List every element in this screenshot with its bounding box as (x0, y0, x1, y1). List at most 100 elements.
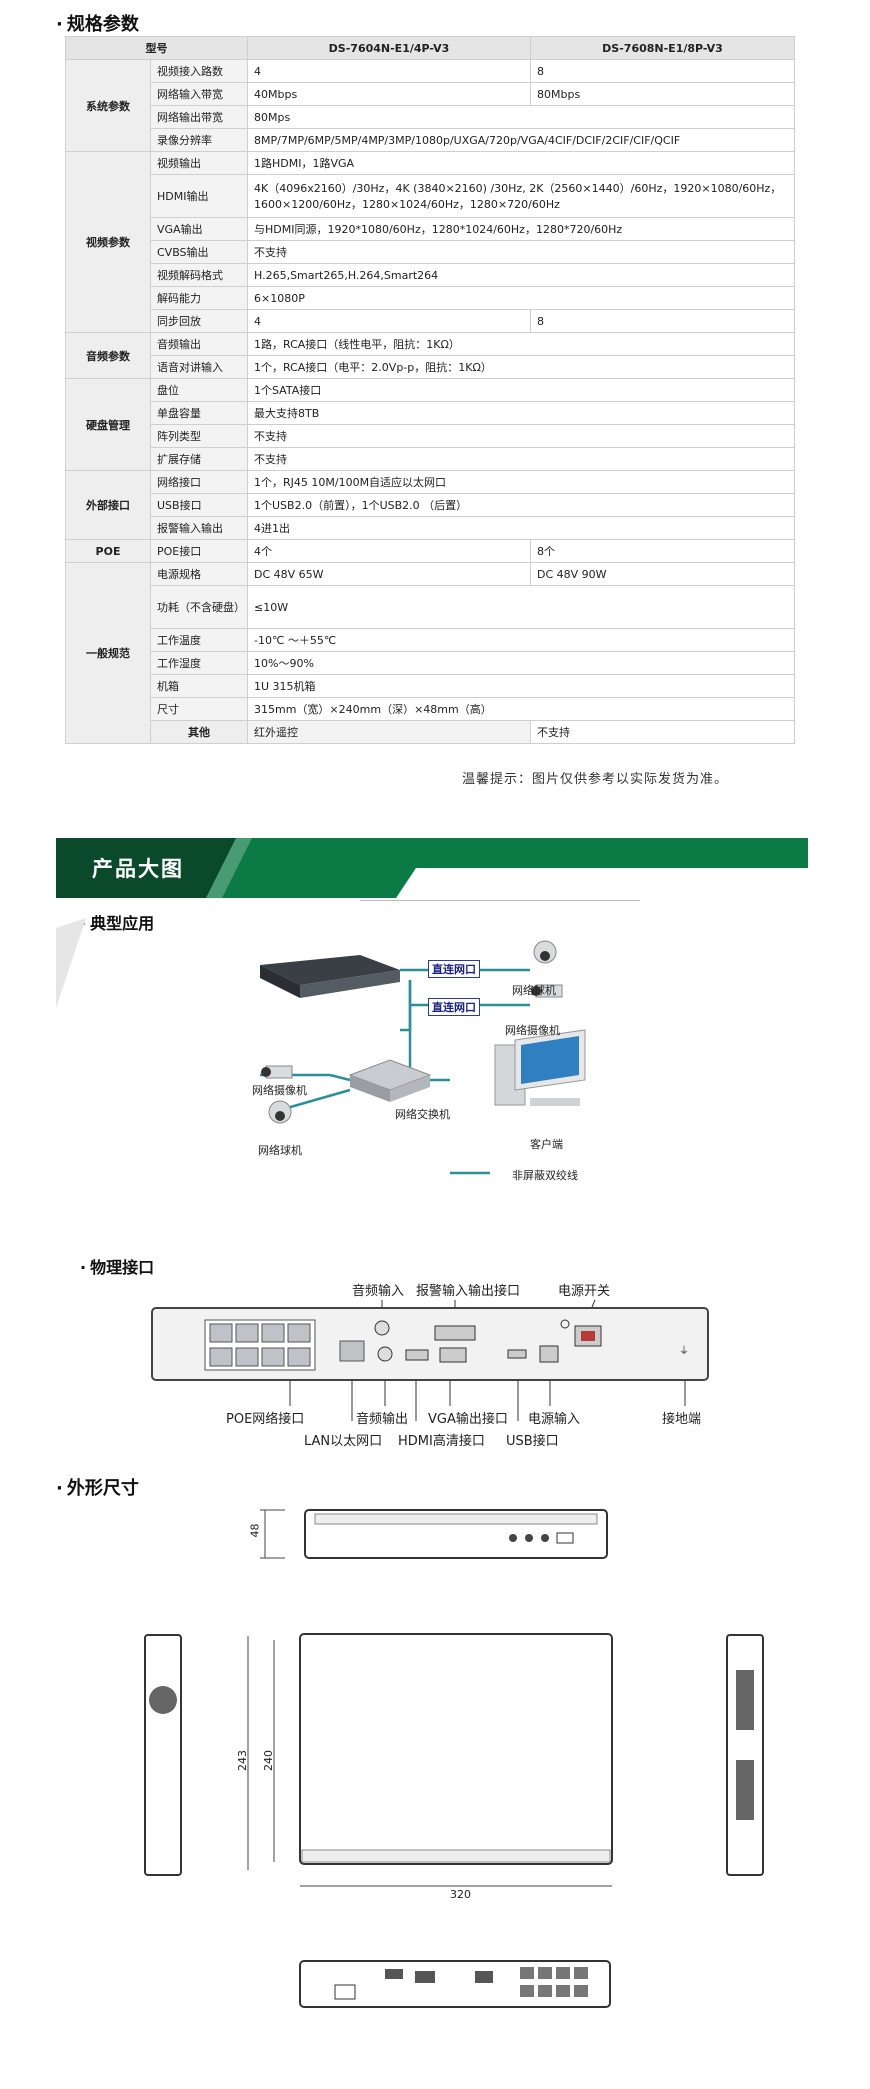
spec-label: 语音对讲输入 (150, 355, 248, 379)
switch-label: 网络交换机 (395, 1108, 450, 1121)
spec-label: 功耗（不含硬盘） (150, 585, 248, 629)
spec-label: VGA输出 (150, 217, 248, 241)
spec-value-v2: DC 48V 90W (530, 562, 795, 586)
spec-label: 红外遥控 (247, 720, 531, 744)
power-switch-label: 电源开关 (558, 1284, 611, 1299)
spec-label: CVBS输出 (150, 240, 248, 264)
rear-view (299, 1960, 611, 2008)
spec-row: 其他红外遥控不支持 (66, 720, 795, 744)
banner-underline (360, 900, 640, 901)
spec-label: 网络输入带宽 (150, 82, 248, 106)
client-computer (494, 1029, 586, 1106)
power-in-port (539, 1345, 559, 1363)
spec-header-col2: DS-7608N-E1/8P-V3 (530, 36, 795, 60)
box-camera-top (531, 984, 563, 998)
spec-label: 工作湿度 (150, 651, 248, 675)
box-camera-left (261, 1065, 293, 1079)
cam-top-label: 网络摄像机 (505, 1024, 560, 1037)
dims-section-title: 外形尺寸 (56, 1474, 139, 1500)
spec-category: 音频参数 (65, 332, 151, 379)
poe-ports (204, 1319, 316, 1371)
spec-category: 视频参数 (65, 151, 151, 333)
spec-value: 10%～90% (247, 651, 795, 675)
spec-row: 工作温度-10℃ ～＋55℃ (66, 628, 795, 652)
height-dim: 48 (248, 1523, 262, 1538)
spec-value-v1: 4 (247, 59, 531, 83)
spec-value: 1路HDMI，1路VGA (247, 151, 795, 175)
legend-label: 非屏蔽双绞线 (512, 1169, 578, 1182)
spec-category: 外部接口 (65, 470, 151, 540)
spec-label: HDMI输出 (150, 174, 248, 218)
spec-row: 扩展存储不支持 (66, 447, 795, 471)
hdmi-label: HDMI高清接口 (398, 1434, 485, 1449)
spec-category: 系统参数 (65, 59, 151, 152)
spec-value: ≤10W (247, 585, 795, 629)
alarm-terminal (434, 1325, 476, 1341)
spec-label: 录像分辨率 (150, 128, 248, 152)
spec-label: 电源规格 (150, 562, 248, 586)
alarm-label: 报警输入输出接口 (416, 1284, 521, 1299)
ground-icon: ⏚ (679, 1345, 689, 1357)
spec-value: 4K（4096x2160）/30Hz，4K (3840×2160) /30Hz,… (247, 174, 795, 218)
spec-value: 1个，RJ45 10M/100M自适应以太网口 (247, 470, 795, 494)
spec-value: 4进1出 (247, 516, 795, 540)
screw-icon (560, 1319, 570, 1329)
front-view (260, 1509, 608, 1559)
spec-category: 硬盘管理 (65, 378, 151, 471)
spec-category: POE (65, 539, 151, 563)
spec-value: 最大支持8TB (247, 401, 795, 425)
spec-label: 机箱 (150, 674, 248, 698)
spec-value: 1个SATA接口 (247, 378, 795, 402)
spec-value: 不支持 (247, 424, 795, 448)
spec-label: 盘位 (150, 378, 248, 402)
spec-category: 其他 (150, 720, 248, 744)
spec-row: 单盘容量最大支持8TB (66, 401, 795, 425)
banner-title: 产品大图 (92, 857, 184, 881)
audio-in-jack (374, 1320, 390, 1336)
depth-outer-dim: 243 (236, 1750, 249, 1771)
nvr-device (260, 955, 400, 998)
spec-value: H.265,Smart265,H.264,Smart264 (247, 263, 795, 287)
spec-label: 音频输出 (150, 332, 248, 356)
ground-label: 接地端 (662, 1412, 702, 1427)
spec-label: 网络接口 (150, 470, 248, 494)
power-in-label: 电源输入 (528, 1412, 581, 1427)
network-diagram (260, 940, 586, 1175)
spec-value: 6×1080P (247, 286, 795, 310)
switch-device (348, 1059, 432, 1102)
lan-label: LAN以太网口 (304, 1434, 383, 1449)
side-view-left (144, 1634, 182, 1876)
spec-label: 阵列类型 (150, 424, 248, 448)
spec-value: 不支持 (247, 240, 795, 264)
dome-camera-left (268, 1100, 292, 1124)
spec-category: 一般规范 (65, 562, 151, 744)
rear-panel: ⏚ (151, 1299, 709, 1421)
spec-value-v2: 8个 (530, 539, 795, 563)
dome-top-label: 网络球机 (512, 984, 556, 997)
depth-inner-dim: 240 (262, 1750, 275, 1771)
spec-label: 同步回放 (150, 309, 248, 333)
spec-value-v1: DC 48V 65W (247, 562, 531, 586)
spec-value-v2: 8 (530, 309, 795, 333)
spec-row: CVBS输出不支持 (66, 240, 795, 264)
spec-table: 型号 DS-7604N-E1/4P-V3 DS-7608N-E1/8P-V3 系… (65, 36, 795, 744)
spec-row: 功耗（不含硬盘）≤10W (66, 585, 795, 629)
spec-value-v2: 80Mbps (530, 82, 795, 106)
spec-value-v1: 4 (247, 309, 531, 333)
